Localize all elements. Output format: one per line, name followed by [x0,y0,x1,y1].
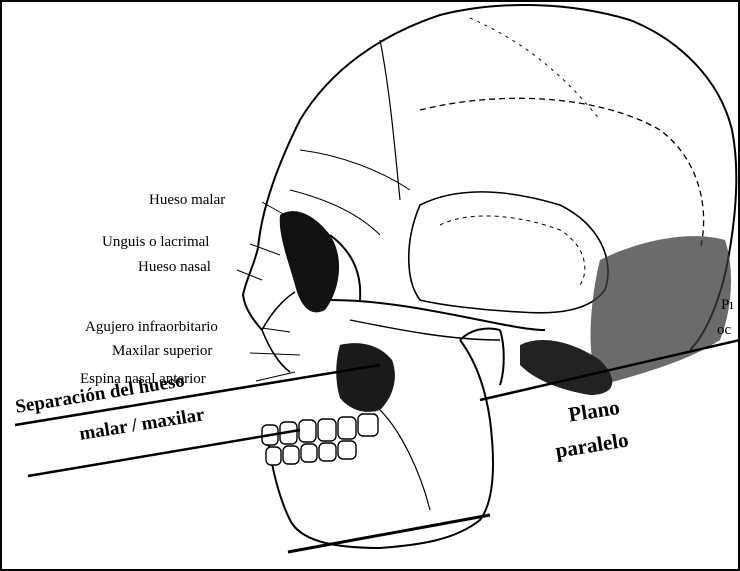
suture-coronal [380,40,400,200]
styloid [500,330,504,385]
label-cut-oc: oc [717,323,731,338]
suture-line-2 [470,18,600,120]
occipital-shadow [591,236,731,385]
label-agujero-infraorbitario: Agujero infraorbitario [85,320,218,335]
label-maxilar-superior: Maxilar superior [112,344,212,359]
temporal-region [409,192,608,313]
label-unguis: Unguis o lacrimal [102,235,209,250]
label-hueso-malar: Hueso malar [149,193,225,208]
suture-line-3 [300,150,410,190]
label-hueso-nasal: Hueso nasal [138,260,211,275]
temporal-inner [440,216,585,285]
label-cut-p: Pı [721,298,734,313]
suture-squamous [420,98,704,250]
nasal-bone [262,292,295,330]
upper-teeth [262,414,378,445]
lower-teeth [266,441,356,465]
brow-outline [243,248,262,330]
maxilla-shadow [336,343,395,412]
mandible-inner [380,410,430,510]
separation-line-lower [28,430,300,476]
nasal-aperture [262,330,290,372]
